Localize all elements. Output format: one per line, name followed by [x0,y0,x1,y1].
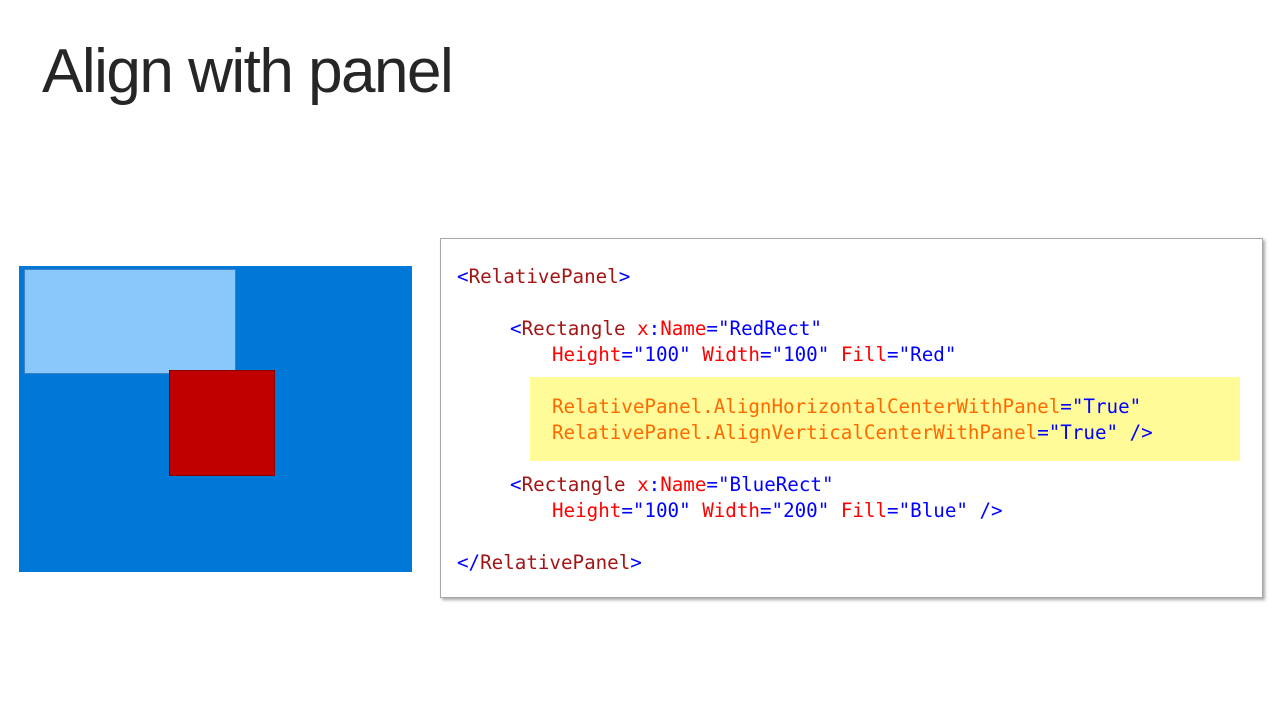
relative-panel-preview [19,266,412,572]
code-token: > [618,265,631,288]
code-line-3: Height="100" Width="100" Fill="Red" [552,342,956,368]
code-token: RelativePanel.AlignHorizontalCenterWithP… [552,395,1061,418]
code-token: = [706,473,718,496]
code-token: RelativePanel [480,551,631,574]
red-rectangle [169,370,275,476]
code-token: : [648,473,661,496]
code-token: < [457,265,469,288]
code-token: Height [552,499,622,522]
code-token: = [1060,395,1072,418]
code-token: "Red" [898,343,957,366]
code-token: "100" [632,499,691,522]
code-token: x [625,473,649,496]
blue-rectangle [24,269,236,374]
code-token: > [630,551,642,574]
code-token: = [759,499,772,522]
code-token: "200" [771,499,830,522]
code-token: Fill [829,343,888,366]
code-token: Name [660,317,707,340]
code-token: Rectangle [521,317,626,340]
code-line-2: <Rectangle x:Name="RedRect" [510,316,822,342]
code-token: /> [967,499,1003,522]
code-line-4: RelativePanel.AlignHorizontalCenterWithP… [552,394,1141,420]
code-token: x [625,317,649,340]
code-line-1: <RelativePanel> [457,264,630,290]
code-token: "100" [771,343,830,366]
code-highlight [530,377,1240,461]
code-token: "RedRect" [717,317,822,340]
code-token: = [621,343,633,366]
code-token: = [887,499,899,522]
code-token: Height [552,343,622,366]
code-token: /> [1118,421,1153,444]
code-line-8: </RelativePanel> [457,550,642,576]
code-token: RelativePanel [468,265,619,288]
code-token: "Blue" [898,499,968,522]
code-token: = [706,317,718,340]
code-token: "True" [1071,395,1142,418]
code-line-7: Height="100" Width="200" Fill="Blue" /> [552,498,1003,524]
slide-title: Align with panel [42,37,454,106]
code-token: Name [660,473,707,496]
code-token: Width [690,499,760,522]
code-token: Rectangle [521,473,626,496]
code-token: = [887,343,899,366]
code-token: "100" [632,343,691,366]
code-token: = [1037,421,1049,444]
code-token: "BlueRect" [717,473,834,496]
code-line-6: <Rectangle x:Name="BlueRect" [510,472,834,498]
code-line-5: RelativePanel.AlignVerticalCenterWithPan… [552,420,1153,446]
code-token: Fill [829,499,888,522]
code-token: RelativePanel.AlignVerticalCenterWithPan… [552,421,1038,444]
code-token: < [510,317,522,340]
code-token: "True" [1048,421,1119,444]
code-token: Width [690,343,760,366]
code-token: = [759,343,772,366]
code-token: : [648,317,661,340]
code-token: < [510,473,522,496]
code-token: </ [457,551,481,574]
code-token: = [621,499,633,522]
